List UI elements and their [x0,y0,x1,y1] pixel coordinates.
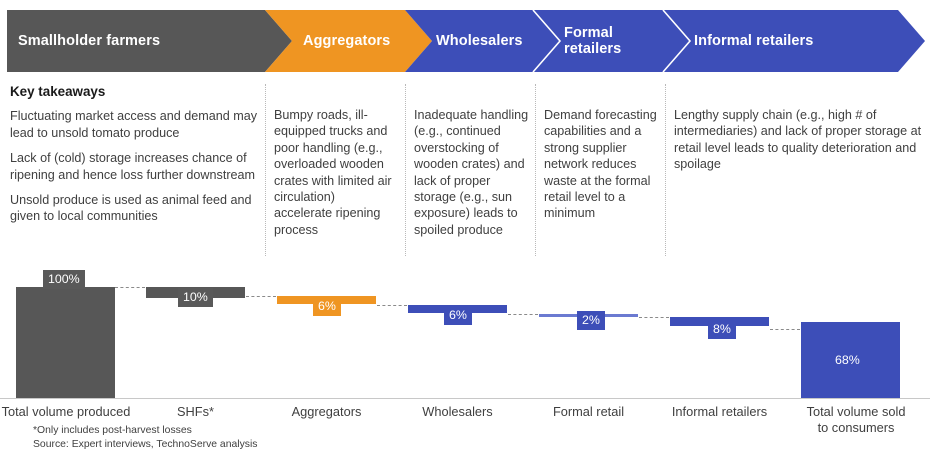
axis-label-shfs: SHFs* [177,404,214,419]
chevron-label-informal-retailers: Informal retailers [694,33,814,49]
chevron-label-smallholder-farmers: Smallholder farmers [18,33,161,49]
chevron-divider-formal-informal [662,9,692,73]
chart-axis-labels: Total volume produced SHFs* Aggregators … [0,404,930,444]
takeaway-text: Demand forecasting capabilities and a st… [544,108,657,221]
chart-footnotes: *Only includes post-harvest losses Sourc… [33,424,257,451]
connector-2 [246,296,276,297]
takeaway-column-aggregators: Bumpy roads, ill-equipped trucks and poo… [274,84,396,247]
axis-label-wholesalers: Wholesalers [422,404,493,419]
chevron-divider-wholesalers-formal [532,9,562,73]
column-divider-2 [405,84,406,256]
data-label-shfs: 10% [178,288,213,307]
bar-total-volume-produced[interactable] [16,287,115,398]
column-divider-4 [665,84,666,256]
column-divider-1 [265,84,266,256]
takeaway-text: Unsold produce is used as animal feed an… [10,193,252,224]
chevron-shapes [7,9,925,73]
axis-label-aggregators: Aggregators [291,404,362,419]
connector-4 [508,314,538,315]
chevron-shape-blue-band[interactable] [405,10,925,72]
footnote-post-harvest: *Only includes post-harvest losses [33,425,192,436]
takeaway-text: Lack of (cold) storage increases chance … [10,151,256,182]
takeaway-column-informal-retailers: Lengthy supply chain (e.g., high # of in… [674,84,924,182]
axis-label-total-volume-produced: Total volume produced [1,404,131,419]
connector-1 [115,287,145,288]
takeaway-text: Bumpy roads, ill-equipped trucks and poo… [274,108,392,237]
chart-axis-line [0,398,930,399]
waterfall-chart: 100% 10% 6% 6% 2% 8% 68% [0,258,930,406]
takeaway-text: Fluctuating market access and demand may… [10,109,258,140]
takeaway-text: Lengthy supply chain (e.g., high # of in… [674,108,922,172]
chevron-label-aggregators: Aggregators [303,33,391,49]
chevron-label-wholesalers: Wholesalers [436,33,523,49]
footnote-source: Source: Expert interviews, TechnoServe a… [33,438,258,450]
key-takeaways-section: Key takeaways Fluctuating market access … [0,84,930,259]
takeaway-text: Inadequate handling (e.g., continued ove… [414,108,529,237]
process-chevron-header: Smallholder farmers Aggregators Wholesal… [0,0,930,80]
chevron-shape-aggregators[interactable] [265,10,432,72]
data-label-wholesalers: 6% [444,306,472,325]
data-label-aggregators: 6% [313,297,341,316]
axis-label-informal-retailers: Informal retailers [671,404,768,419]
key-takeaways-title: Key takeaways [10,84,106,99]
chevron-label-formal-retailers: Formal retailers [564,25,622,57]
column-divider-3 [535,84,536,256]
data-label-formal-retail: 2% [577,311,605,330]
connector-5 [639,317,669,318]
takeaway-column-formal-retailers: Demand forecasting capabilities and a st… [544,84,660,231]
data-label-total-volume-produced: 100% [43,270,85,289]
axis-label-formal-retail: Formal retail [552,404,625,419]
connector-6 [770,329,800,330]
chevron-shape-smallholder-farmers[interactable] [7,10,292,72]
bar-total-volume-sold[interactable] [801,322,900,398]
takeaway-column-smallholder-farmers: Key takeaways Fluctuating market access … [10,84,258,234]
data-label-informal-retailers: 8% [708,320,736,339]
data-label-total-volume-sold: 68% [835,353,860,367]
takeaway-column-wholesalers: Inadequate handling (e.g., continued ove… [414,84,529,247]
axis-label-total-volume-sold: Total volume sold to consumers [806,404,906,435]
connector-3 [377,305,407,306]
